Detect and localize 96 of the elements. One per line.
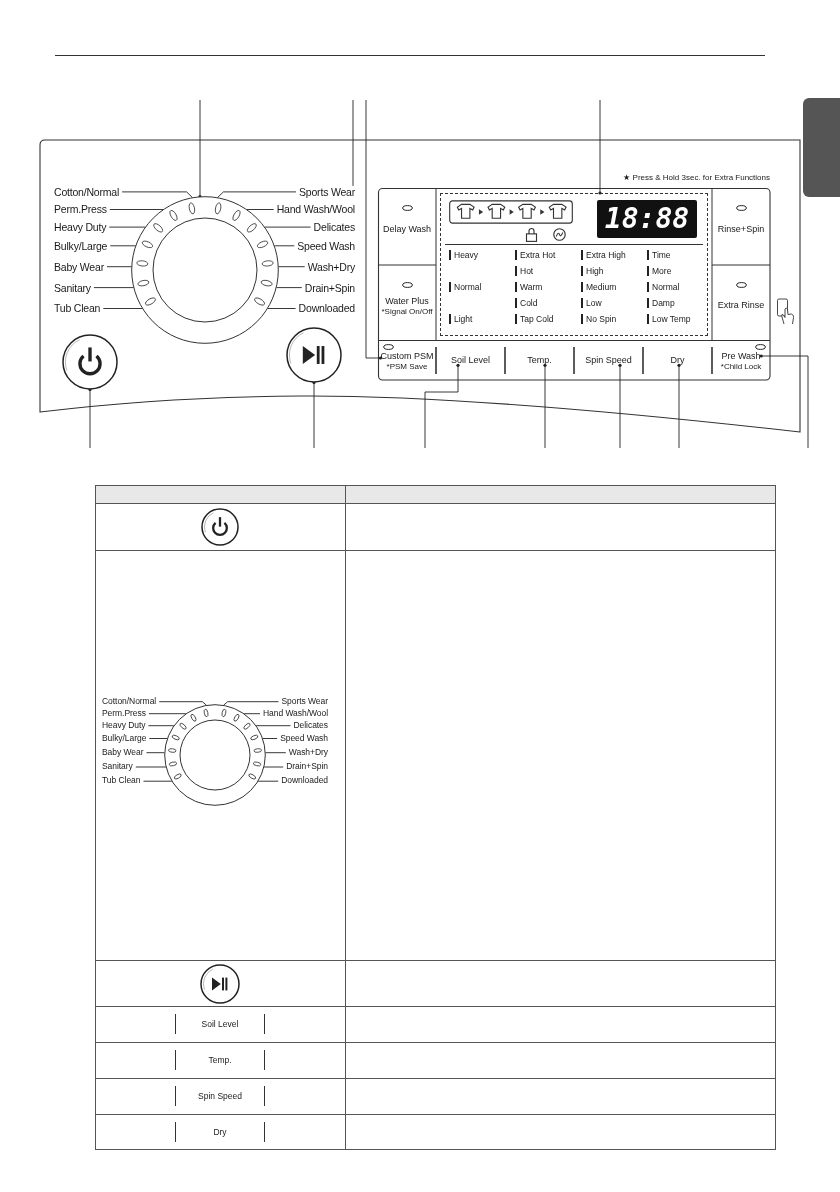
indicator-label: Extra Hot (515, 250, 556, 260)
cycle-name: Bulky/Large (54, 239, 108, 252)
leader-line (146, 752, 166, 754)
leader-line (158, 701, 207, 706)
indicator-label: Normal (647, 282, 680, 292)
indicator-label: Normal (449, 282, 482, 292)
section-tab (803, 98, 840, 197)
cycle-name: Drain+Spin (286, 762, 328, 772)
leader-line (273, 245, 295, 247)
indicator-label: Low (581, 298, 602, 308)
leader-line (143, 780, 173, 782)
cycle-name: Baby Wear (54, 260, 104, 273)
cycle-name: Hand Wash/Wool (263, 708, 328, 719)
cycle-name: Sanitary (54, 281, 91, 294)
cycle-name: Heavy Duty (54, 221, 107, 234)
indicator-label: More (647, 266, 672, 276)
leader-line (262, 738, 278, 739)
option-button: Temp. (175, 1050, 265, 1070)
cycle-name: Downloaded (298, 302, 355, 315)
cycle-name: Speed Wash (297, 239, 355, 252)
leader-line (121, 191, 193, 199)
cycle-name: Tub Clean (102, 776, 141, 787)
cycle-name: Sports Wear (281, 696, 328, 707)
cycle-name: Perm.Press (102, 708, 146, 719)
leader-line (147, 725, 175, 727)
cycle-name: Tub Clean (54, 302, 101, 315)
option-label: Rinse+Spin (717, 224, 765, 235)
option-label: Water Plus *Signal On/Off (381, 296, 433, 317)
indicator-label: Low Temp (647, 314, 691, 324)
leader-line (352, 99, 354, 187)
option-label: Soil Level (451, 355, 490, 366)
leader-line (264, 226, 312, 228)
indicator-label: Hot (515, 266, 534, 276)
note-text: ★ Press & Hold 3sec. for Extra Functions (623, 174, 770, 183)
cycle-name: Sanitary (102, 762, 133, 772)
leader-line (264, 752, 287, 754)
leader-line (223, 701, 279, 706)
cycle-name: Delicates (313, 221, 355, 234)
indicator-label: Heavy (449, 250, 479, 260)
option-label: Spin Speed (585, 355, 632, 366)
leader-line (267, 308, 297, 309)
indicator-label: Time (647, 250, 671, 260)
cycle-name: Perm.Press (54, 203, 107, 216)
option-label: Pre Wash *Child Lock (720, 351, 762, 372)
option-button: Dry (175, 1122, 265, 1142)
cycle-name: Downloaded (281, 776, 328, 787)
display-panel (440, 193, 708, 336)
leader-line (108, 226, 146, 228)
cycle-name: Drain+Spin (304, 281, 355, 294)
leader-line (135, 766, 167, 768)
indicator-label: High (581, 266, 604, 276)
program-dial (131, 196, 279, 344)
leader-line (246, 209, 275, 210)
leader-line (243, 713, 261, 715)
cycle-name: Wash+Dry (307, 260, 355, 273)
option-label: Delay Wash (382, 224, 432, 235)
cycle-name: Cotton/Normal (54, 185, 120, 198)
indicator-label: Tap Cold (515, 314, 554, 324)
digital-readout: 18:88 (597, 200, 697, 238)
leader-line (255, 725, 291, 727)
cycle-name: Bulky/Large (102, 733, 147, 744)
cycle-name: Speed Wash (280, 733, 328, 744)
option-label: Dry (670, 355, 685, 366)
leader-line (277, 266, 306, 268)
power-button (62, 334, 118, 390)
cycle-name: Cotton/Normal (102, 696, 157, 707)
indicator-label: Medium (581, 282, 617, 292)
indicator-label: Light (449, 314, 473, 324)
leader-line (275, 287, 303, 289)
indicator-label: No Spin (581, 314, 617, 324)
cycle-name: Heavy Duty (102, 720, 146, 731)
cycle-name: Wash+Dry (288, 747, 328, 758)
leader-line (109, 209, 164, 210)
cycle-name: Baby Wear (102, 747, 144, 758)
cycle-name: Sports Wear (299, 185, 355, 198)
indicator-label: Warm (515, 282, 543, 292)
leader-line (257, 780, 279, 782)
indicator-label: Extra High (581, 250, 626, 260)
leader-line (148, 738, 168, 739)
option-label: Custom PSM *PSM Save (380, 351, 434, 372)
cycle-name: Delicates (293, 720, 328, 731)
option-button: Spin Speed (175, 1086, 265, 1106)
start-pause-button (286, 327, 342, 383)
leader-line (106, 266, 133, 268)
leader-line (148, 713, 187, 715)
option-label: Temp. (527, 355, 552, 366)
leader-line (217, 191, 297, 199)
option-label: Extra Rinse (717, 300, 765, 311)
leader-line (263, 766, 284, 768)
leader-line (93, 287, 135, 289)
cycle-name: Hand Wash/Wool (276, 203, 355, 216)
leader-line (102, 308, 143, 309)
leader-line (109, 245, 137, 247)
option-button: Soil Level (175, 1014, 265, 1034)
indicator-label: Damp (647, 298, 675, 308)
indicator-label: Cold (515, 298, 538, 308)
